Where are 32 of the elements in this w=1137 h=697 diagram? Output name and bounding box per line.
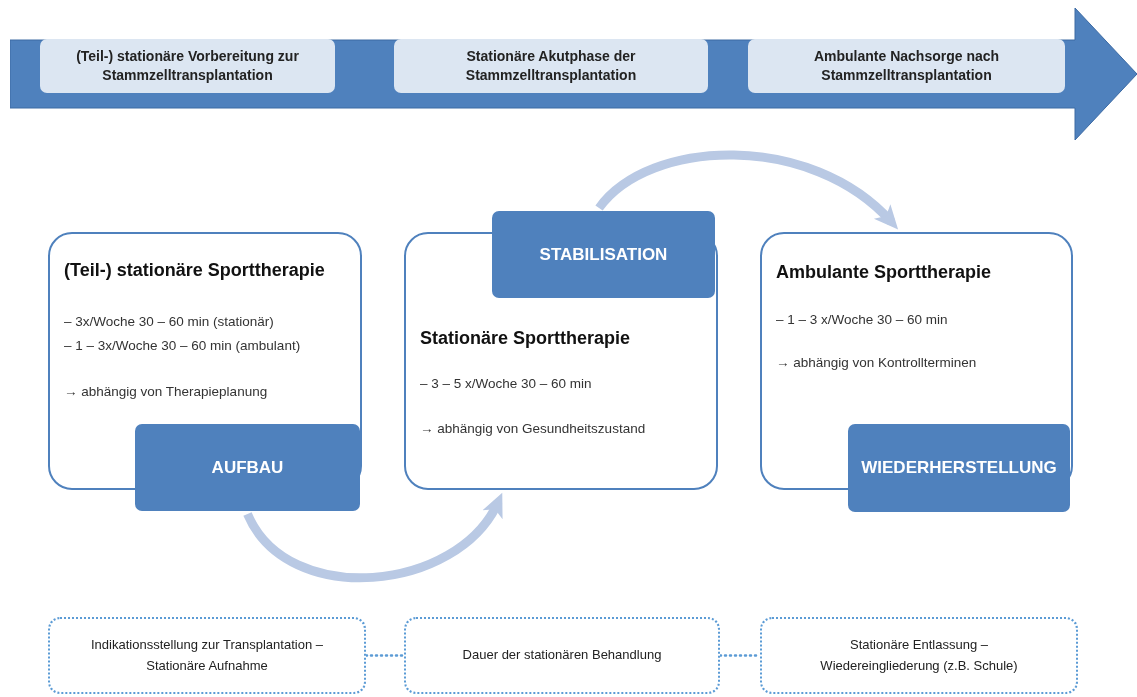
milestone-box	[48, 617, 366, 694]
frequency-text: – 3 – 5 x/Woche 30 – 60 min	[420, 376, 593, 391]
milestone-text: Indikationsstellung zur Transplantation – Stationäre Aufnahme	[90, 635, 324, 675]
stage-label: WIEDERHERSTELLUNG	[861, 458, 1057, 478]
frequency-text: – 1 – 3 x/Woche 30 – 60 min	[776, 312, 949, 327]
curved-arrow	[243, 493, 504, 582]
card-title: Stationäre Sporttherapie	[420, 328, 632, 349]
note-text: → abhängig von Therapieplanung	[64, 384, 269, 399]
phase-label: (Teil-) stationäre Vorbereitung zur Stammzelltransplantation	[75, 47, 300, 85]
frequency-text: – 1 – 3x/Woche 30 – 60 min (ambulant)	[64, 338, 302, 353]
phase-label: Ambulante Nachsorge nach Stammzelltransplantation	[812, 47, 1001, 85]
phase-label: Stationäre Akutphase der Stammzelltransplantation	[464, 47, 638, 85]
milestone-text: Dauer der stationären Behandlung	[462, 646, 662, 665]
frequency-text: – 3x/Woche 30 – 60 min (stationär)	[64, 314, 275, 329]
phase-box	[394, 39, 708, 93]
milestone-box	[760, 617, 1078, 694]
milestone-text: Stationäre Entlassung – Wiedereingliederung (z.B. Schule)	[819, 635, 1019, 675]
frequency-text: → abhängig von Kontrollterminen	[776, 355, 978, 370]
milestone-box	[404, 617, 720, 694]
stage-box	[135, 424, 360, 511]
stage-box	[492, 211, 715, 298]
timeline-arrow	[10, 8, 1137, 140]
curved-arrow	[595, 150, 899, 229]
stage-box	[848, 424, 1070, 512]
stage-label: AUFBAU	[211, 457, 284, 478]
frequency-text: → abhängig von Gesundheitszustand	[420, 421, 647, 436]
stage-label: STABILISATION	[539, 244, 668, 265]
phase-box	[40, 39, 335, 93]
dotted-connector	[364, 654, 406, 657]
card-title: Ambulante Sporttherapie	[776, 262, 993, 283]
phase-box	[748, 39, 1065, 93]
card-title: (Teil-) stationäre Sporttherapie	[64, 260, 326, 281]
